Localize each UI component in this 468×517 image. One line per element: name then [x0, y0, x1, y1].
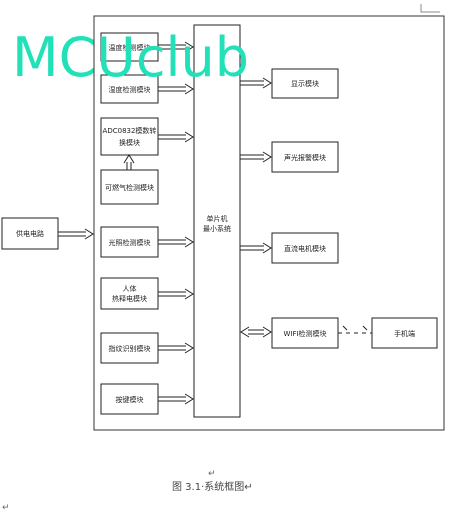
corner-mark [420, 4, 440, 13]
wifi-phone-wireless-link [338, 325, 372, 334]
adc-module-box [100, 117, 159, 156]
temp-to-mcu-arrow [158, 41, 194, 53]
wifi-module-label: WIFI检测模块 [283, 329, 326, 338]
pir-module-box [100, 277, 159, 310]
adc-module-label-line1: ADC0832模数转 [103, 126, 157, 135]
adc-module-label-line2: 换模块 [119, 138, 140, 147]
fingerprint-to-mcu-arrow [158, 342, 194, 354]
humidity-module-label: 湿度检测模块 [109, 85, 151, 94]
power-to-frame-arrow [58, 228, 94, 240]
phone-label: 手机端 [394, 329, 415, 338]
temp-module-label: 温度检测模块 [109, 43, 151, 52]
phone-box [371, 317, 438, 349]
power-supply-box [1, 217, 59, 250]
keys-module-label: 按键模块 [116, 395, 144, 404]
outer-frame [93, 15, 445, 431]
humidity-to-mcu-arrow [158, 83, 194, 95]
temp-module-box [100, 32, 159, 62]
pir-module-label-line2: 热释电模块 [112, 294, 147, 303]
mcu-label-line1: 单片机 [207, 214, 228, 223]
fingerprint-module-box [100, 332, 159, 364]
return-mark-top: ↵ [208, 469, 216, 479]
right-connectors [240, 77, 372, 338]
humidity-module-box [100, 74, 159, 104]
mcu-to-display-arrow [240, 77, 272, 89]
pir-to-mcu-arrow [158, 288, 194, 300]
alarm-module-label: 声光报警模块 [284, 153, 326, 162]
light-to-mcu-arrow [158, 236, 194, 248]
mcu-minimal-system-box [193, 24, 241, 418]
display-module-label: 显示模块 [291, 79, 319, 88]
return-mark-bottom: ↵ [2, 503, 10, 513]
pir-module-label-line1: 人体 [123, 284, 137, 293]
display-module-box [271, 68, 339, 99]
mcu-to-alarm-arrow [240, 151, 272, 163]
light-module-box [100, 226, 159, 258]
mcu-wifi-bidirectional-arrow [240, 326, 272, 338]
alarm-module-box [271, 141, 339, 173]
wifi-module-box [271, 317, 339, 349]
adc-to-mcu-arrow [158, 131, 194, 143]
mcu-label-line2: 最小系统 [203, 224, 231, 233]
light-module-label: 光照检测模块 [109, 238, 151, 247]
mcu-to-motor-arrow [240, 242, 272, 254]
keys-module-box [100, 383, 159, 415]
fingerprint-module-label: 指纹识别模块 [109, 344, 151, 353]
keys-to-mcu-arrow [158, 393, 194, 405]
watermark-text: MCUclub [12, 26, 249, 89]
power-supply-label: 供电电路 [16, 229, 44, 238]
gas-module-label: 可燃气检测模块 [105, 183, 154, 192]
gas-to-adc-arrow [123, 154, 135, 170]
figure-caption: 图 3.1·系统框图↵ [172, 480, 253, 493]
gas-module-box [100, 169, 159, 205]
motor-module-label: 直流电机模块 [284, 244, 326, 253]
motor-module-box [271, 232, 339, 264]
left-connectors [58, 41, 194, 405]
